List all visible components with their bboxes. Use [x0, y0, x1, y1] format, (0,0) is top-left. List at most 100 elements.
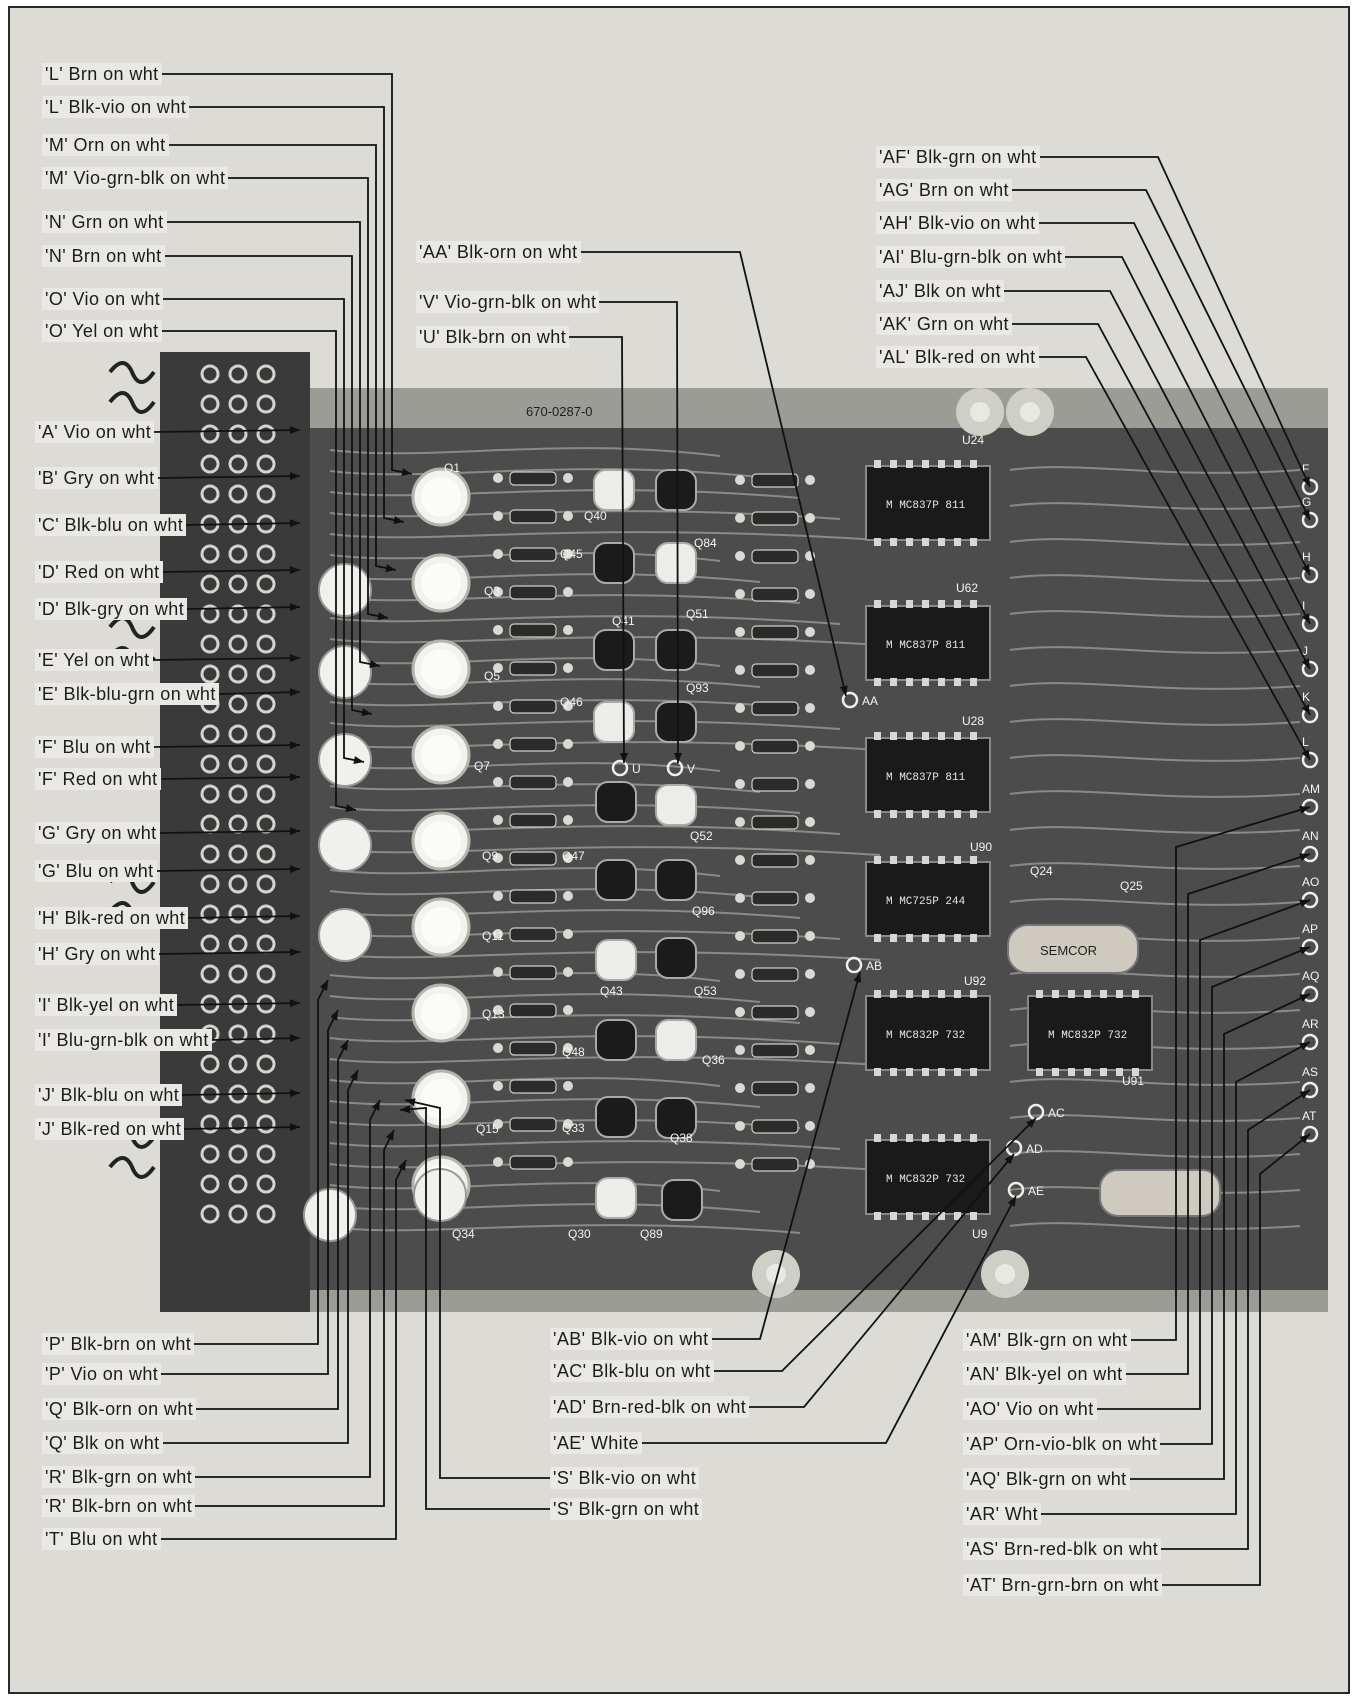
integrated-circuit — [865, 605, 991, 681]
leader-arrow — [289, 426, 300, 435]
resistor — [509, 699, 557, 714]
resistor-pad — [563, 701, 573, 711]
edge-pin — [1301, 985, 1319, 1003]
ic-pin — [938, 934, 945, 942]
leader-line — [569, 336, 625, 764]
resistor — [509, 509, 557, 524]
resistor-pad — [493, 473, 503, 483]
pcb-trace — [329, 846, 881, 856]
wire-label-right-bottom: 'AQ' Blk-grn on wht — [963, 1468, 1130, 1490]
connector-pad — [200, 754, 220, 774]
leader-arrow — [1007, 1196, 1016, 1207]
connector-pad — [228, 664, 248, 684]
leader-arrow — [1302, 476, 1310, 487]
pcb-trace — [329, 678, 761, 688]
connector-pad — [200, 904, 220, 924]
component-ref: Q33 — [562, 1121, 585, 1135]
resistor — [751, 587, 799, 602]
wire-label-center-top: 'AA' Blk-orn on wht — [416, 241, 581, 263]
leader-line — [183, 1126, 301, 1130]
leader-line — [404, 1099, 550, 1479]
pcb-trace — [329, 531, 881, 541]
connector-pad — [200, 664, 220, 684]
ic-pin — [874, 856, 881, 864]
leader-line — [228, 177, 389, 619]
leader-arrow — [329, 1010, 338, 1021]
mounting-hole — [995, 1264, 1015, 1284]
resistor-pad — [493, 625, 503, 635]
resistor-pad — [563, 967, 573, 977]
wire-label-connector: 'B' Gry on wht — [35, 467, 158, 489]
leader-line — [1162, 1133, 1311, 1586]
connector-pad — [256, 394, 276, 414]
ic-pin — [890, 856, 897, 864]
connector-pad — [200, 1144, 220, 1164]
leader-line — [1039, 222, 1311, 576]
leader-arrow — [397, 1160, 406, 1171]
leader-line — [161, 1009, 339, 1375]
transistor-top — [421, 735, 461, 775]
ic-pin — [938, 990, 945, 998]
resistor-pad — [493, 739, 503, 749]
small-transistor — [593, 469, 635, 511]
wire-label-left-top: 'M' Vio-grn-blk on wht — [42, 167, 229, 189]
ic-pin — [970, 460, 977, 468]
connector-pad — [200, 1054, 220, 1074]
pad-label: AC — [1048, 1106, 1065, 1120]
wire-label-left-top: 'N' Grn on wht — [42, 211, 167, 233]
leader-line — [1160, 946, 1311, 1445]
ic-pin — [954, 934, 961, 942]
wire-label-right-top: 'AL' Blk-red on wht — [876, 346, 1039, 368]
leader-arrow — [339, 1040, 348, 1051]
connector-pad — [256, 1114, 276, 1134]
leader-line — [1004, 290, 1311, 670]
small-transistor — [595, 1019, 637, 1061]
edge-pin-label: F — [1302, 462, 1309, 476]
pcb-trace — [329, 1224, 801, 1234]
wire-label-center-top: 'V' Vio-grn-blk on wht — [416, 291, 600, 313]
wire-label-connector: 'D' Red on wht — [35, 561, 163, 583]
resistor-pad — [563, 549, 573, 559]
component-ref: Q15 — [476, 1122, 499, 1136]
wire-coil — [108, 391, 156, 414]
ic-pin — [954, 678, 961, 686]
leader-arrow — [319, 980, 328, 991]
wire-label-left-top: 'O' Vio on wht — [42, 288, 164, 310]
resistor-pad — [493, 815, 503, 825]
pcb-trace — [329, 762, 721, 772]
wire-label-right-top: 'AH' Blk-vio on wht — [876, 212, 1039, 234]
leader-arrow — [1301, 658, 1310, 669]
connector-pad — [200, 874, 220, 894]
leader-arrow — [289, 603, 300, 612]
connector-pad — [256, 634, 276, 654]
resistor-pad — [735, 665, 745, 675]
leader-arrow — [289, 999, 300, 1008]
resistor-pad — [805, 969, 815, 979]
wire-label-left-top: 'N' Brn on wht — [42, 245, 165, 267]
edge-pin-label: I — [1302, 599, 1305, 613]
pcb-trace — [329, 972, 721, 982]
component-ref: U28 — [962, 714, 984, 728]
resistor-pad — [735, 703, 745, 713]
resistor-pad — [735, 893, 745, 903]
pcb-trace — [329, 825, 841, 835]
ic-pin — [906, 934, 913, 942]
resistor-pad — [563, 663, 573, 673]
wire-label-right-bottom: 'AM' Blk-grn on wht — [963, 1329, 1131, 1351]
small-transistor — [595, 781, 637, 823]
resistor — [509, 471, 557, 486]
resistor-pad — [805, 627, 815, 637]
leader-line — [195, 1099, 381, 1478]
pcb-trace — [1009, 502, 1301, 510]
component-ref: Q36 — [702, 1053, 725, 1067]
wire-label-center-bottom: 'AB' Blk-vio on wht — [550, 1328, 712, 1350]
component-ref: Q93 — [686, 681, 709, 695]
ic-pin — [954, 460, 961, 468]
connector-pad — [200, 1114, 220, 1134]
wire-label-right-bottom: 'AS' Brn-red-blk on wht — [963, 1538, 1162, 1560]
leader-line — [194, 979, 329, 1345]
leader-line — [1012, 323, 1311, 716]
resistor — [509, 965, 557, 980]
leader-arrow — [385, 564, 396, 572]
